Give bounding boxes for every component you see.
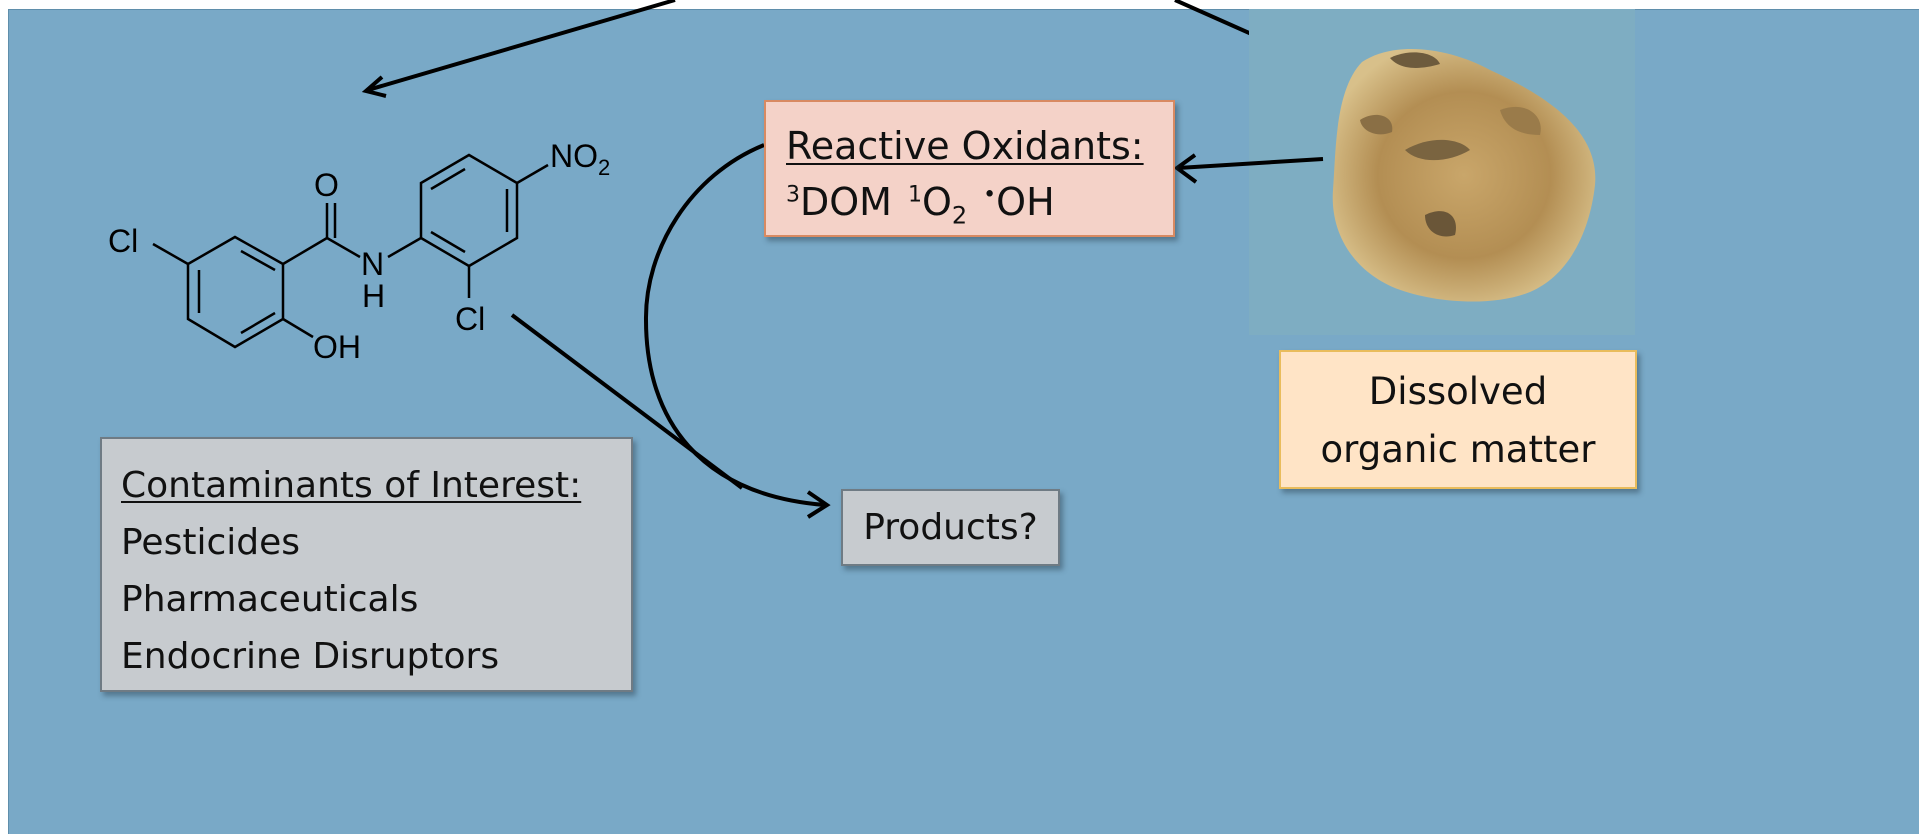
atom-no2: NO2 [550, 138, 610, 180]
atom-cl-left: Cl [108, 223, 138, 259]
atom-n-amide: N [361, 246, 384, 282]
dom-label-line1: Dissolved [1368, 370, 1548, 413]
molecule-atom-labels: Cl O N H OH NO2 Cl [108, 138, 610, 365]
molecule-structure [152, 153, 549, 349]
oxidant-species: 3DOM 1O2 •OH [786, 174, 1173, 230]
contaminant-item: Pharmaceuticals [121, 579, 419, 620]
atom-cl-right: Cl [455, 301, 485, 337]
contaminants-heading: Contaminants of Interest: [121, 465, 582, 506]
oxidant-hydroxyl-radical: •OH [983, 180, 1055, 224]
dom-label-line2: organic matter [1320, 428, 1596, 471]
products-label: Products? [863, 507, 1038, 548]
oxidant-triplet-dom: 3DOM [786, 180, 892, 224]
contaminant-item: Endocrine Disruptors [121, 636, 500, 677]
products-box: Products? [841, 489, 1060, 566]
contaminants-box: Contaminants of Interest: Pesticides Pha… [100, 437, 633, 692]
arrow-dom-to-oxidants [1173, 153, 1324, 184]
oxidant-singlet-oxygen: 1O2 [907, 180, 968, 230]
dom-photo [1249, 9, 1635, 335]
atom-h-amide: H [362, 278, 385, 314]
reaction-line-from-molecule [510, 313, 744, 490]
arrow-to-molecule [361, 0, 676, 98]
contaminant-item: Pesticides [121, 522, 300, 563]
oxidants-heading: Reactive Oxidants: [786, 124, 1144, 168]
atom-o-carbonyl: O [314, 167, 339, 203]
atom-oh: OH [313, 329, 361, 365]
reactive-oxidants-box: Reactive Oxidants: 3DOM 1O2 •OH [764, 100, 1175, 237]
dissolved-organic-matter-box: Dissolved organic matter [1279, 350, 1637, 489]
